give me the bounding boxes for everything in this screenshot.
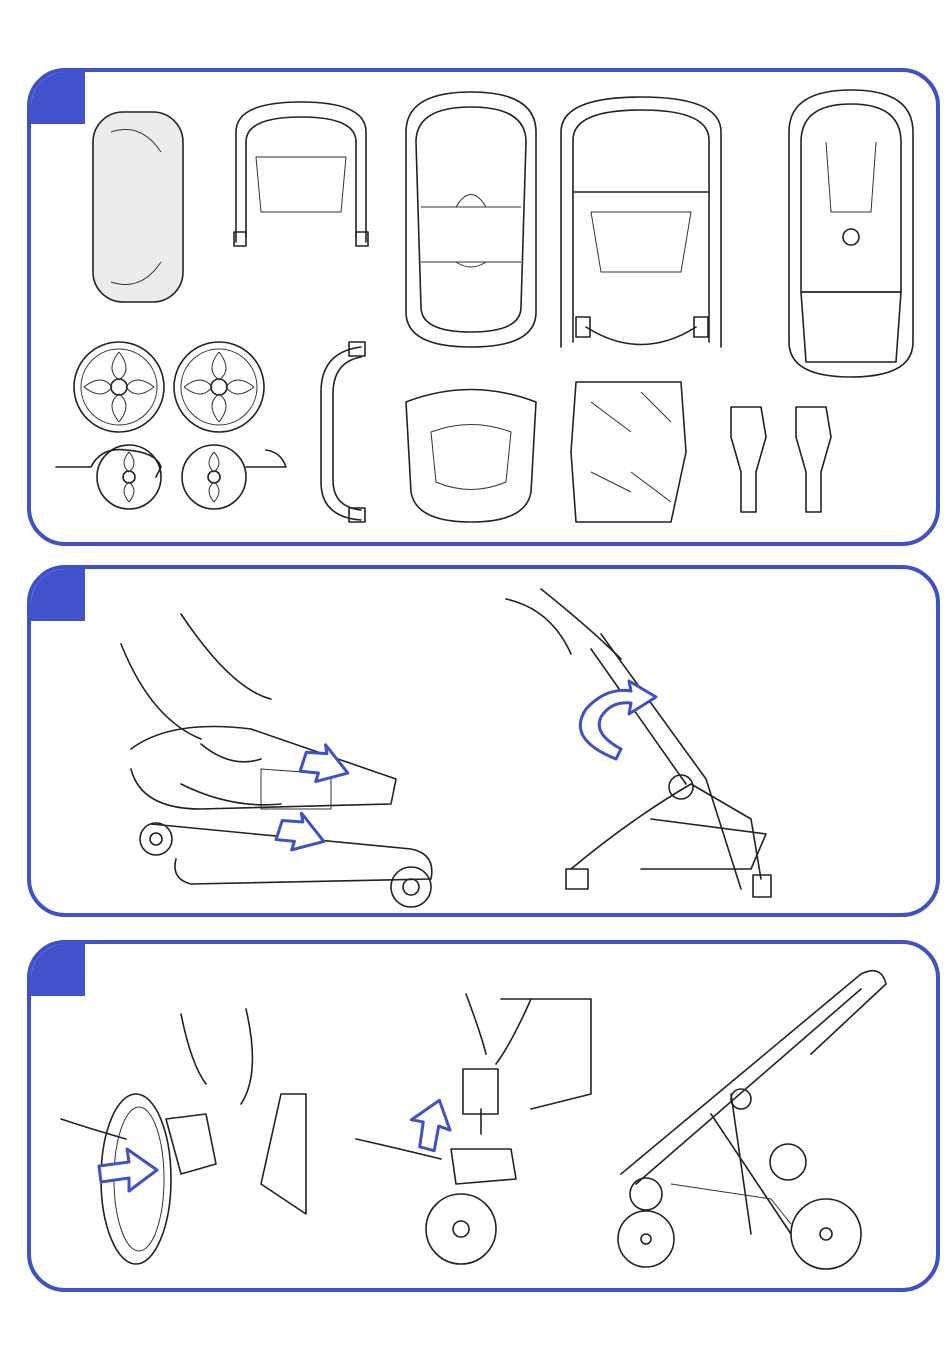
- front-wheel-icon: [182, 445, 286, 509]
- push-arrow-icon: [299, 740, 354, 790]
- front-wheel-insert-illustration: [356, 994, 591, 1264]
- rear-wheel-icon: [74, 342, 164, 432]
- components-illustration: [31, 72, 940, 546]
- rear-wheel-icon: [174, 342, 264, 432]
- unlock-hands-illustration: [121, 614, 432, 907]
- unfold-panel: [27, 565, 940, 917]
- rear-wheel-insert-illustration: [61, 1009, 306, 1264]
- bumper-bar-icon: [321, 342, 365, 522]
- canopy-icon: [234, 102, 368, 246]
- carrycot-frame-icon: [406, 92, 536, 347]
- up-arrow-icon: [405, 1095, 457, 1154]
- insert-arrow-icon: [99, 1149, 157, 1191]
- components-panel: [27, 68, 940, 546]
- seat-unit-icon: [789, 90, 913, 377]
- push-arrow-icon: [275, 808, 330, 858]
- chassis-frame-icon: [561, 97, 721, 347]
- front-wheel-icon: [56, 445, 161, 509]
- wheels-panel: [27, 940, 940, 1292]
- rotate-arrow-icon: [580, 681, 656, 759]
- unfolded-frame-illustration: [506, 589, 771, 897]
- assembled-stroller-illustration: [618, 971, 886, 1269]
- apron-icon: [406, 390, 536, 523]
- adapter-icon: [731, 407, 831, 512]
- wheels-illustration: [31, 944, 940, 1292]
- mattress-pad-icon: [93, 112, 183, 302]
- unfold-illustration: [31, 569, 940, 917]
- rain-cover-icon: [571, 382, 686, 522]
